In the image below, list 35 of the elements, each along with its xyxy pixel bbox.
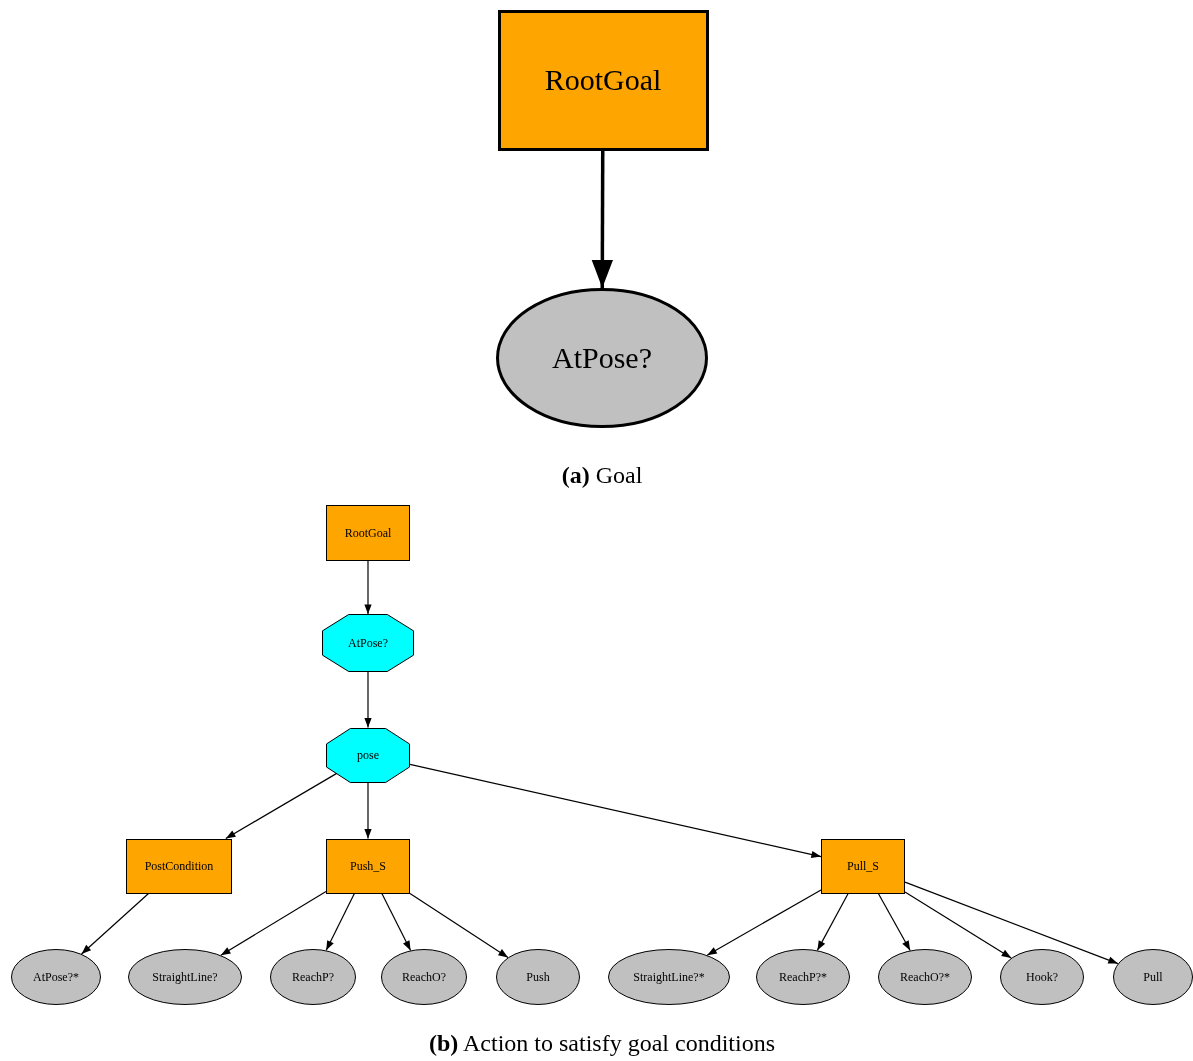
arrow: [80, 892, 150, 955]
arrow: [904, 891, 1012, 959]
arrow: [409, 892, 509, 958]
caption: (a) Goal: [561, 462, 643, 489]
node-label: ReachO?*: [899, 969, 951, 985]
caption: (b) Action to satisfy goal conditions: [429, 1030, 775, 1057]
node-label: PostCondition: [143, 858, 215, 874]
node-label: Push_S: [349, 858, 387, 874]
node-label: Hook?: [1025, 969, 1059, 985]
arrow: [877, 892, 911, 952]
node-label: StraightLine?: [151, 969, 219, 985]
arrow: [591, 150, 613, 288]
arrow: [904, 881, 1119, 965]
node-label: ReachP?: [291, 969, 335, 985]
node-label: AtPose?: [347, 635, 389, 651]
arrow: [816, 892, 849, 951]
arrow: [364, 560, 372, 615]
node-label: StraightLine?*: [632, 969, 706, 985]
node-label: RootGoal: [343, 525, 393, 541]
arrow: [381, 892, 412, 951]
node-label: pose: [356, 747, 380, 763]
node-label: ReachO?: [401, 969, 447, 985]
node-label: AtPose?: [551, 341, 653, 375]
arrow: [225, 772, 338, 840]
node-label: Pull: [1142, 969, 1164, 985]
arrow: [706, 889, 822, 956]
arrow: [220, 890, 327, 956]
arrow: [364, 671, 372, 729]
node-label: ReachP?*: [778, 969, 828, 985]
node-label: Push: [525, 969, 551, 985]
node-label: AtPose?*: [32, 969, 80, 985]
arrow: [325, 892, 355, 951]
node-label: Pull_S: [846, 858, 880, 874]
arrow: [364, 781, 372, 840]
node-label: RootGoal: [543, 63, 663, 97]
